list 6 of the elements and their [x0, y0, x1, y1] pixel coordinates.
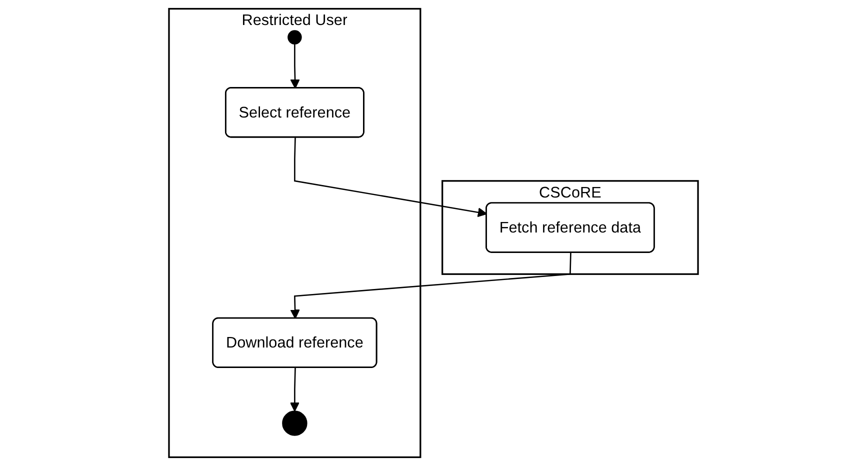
node-circle — [282, 410, 308, 436]
arrow — [290, 252, 572, 319]
node-circle — [288, 30, 302, 44]
arrow — [290, 368, 300, 412]
arrow — [290, 44, 300, 89]
arrow — [294, 138, 488, 218]
